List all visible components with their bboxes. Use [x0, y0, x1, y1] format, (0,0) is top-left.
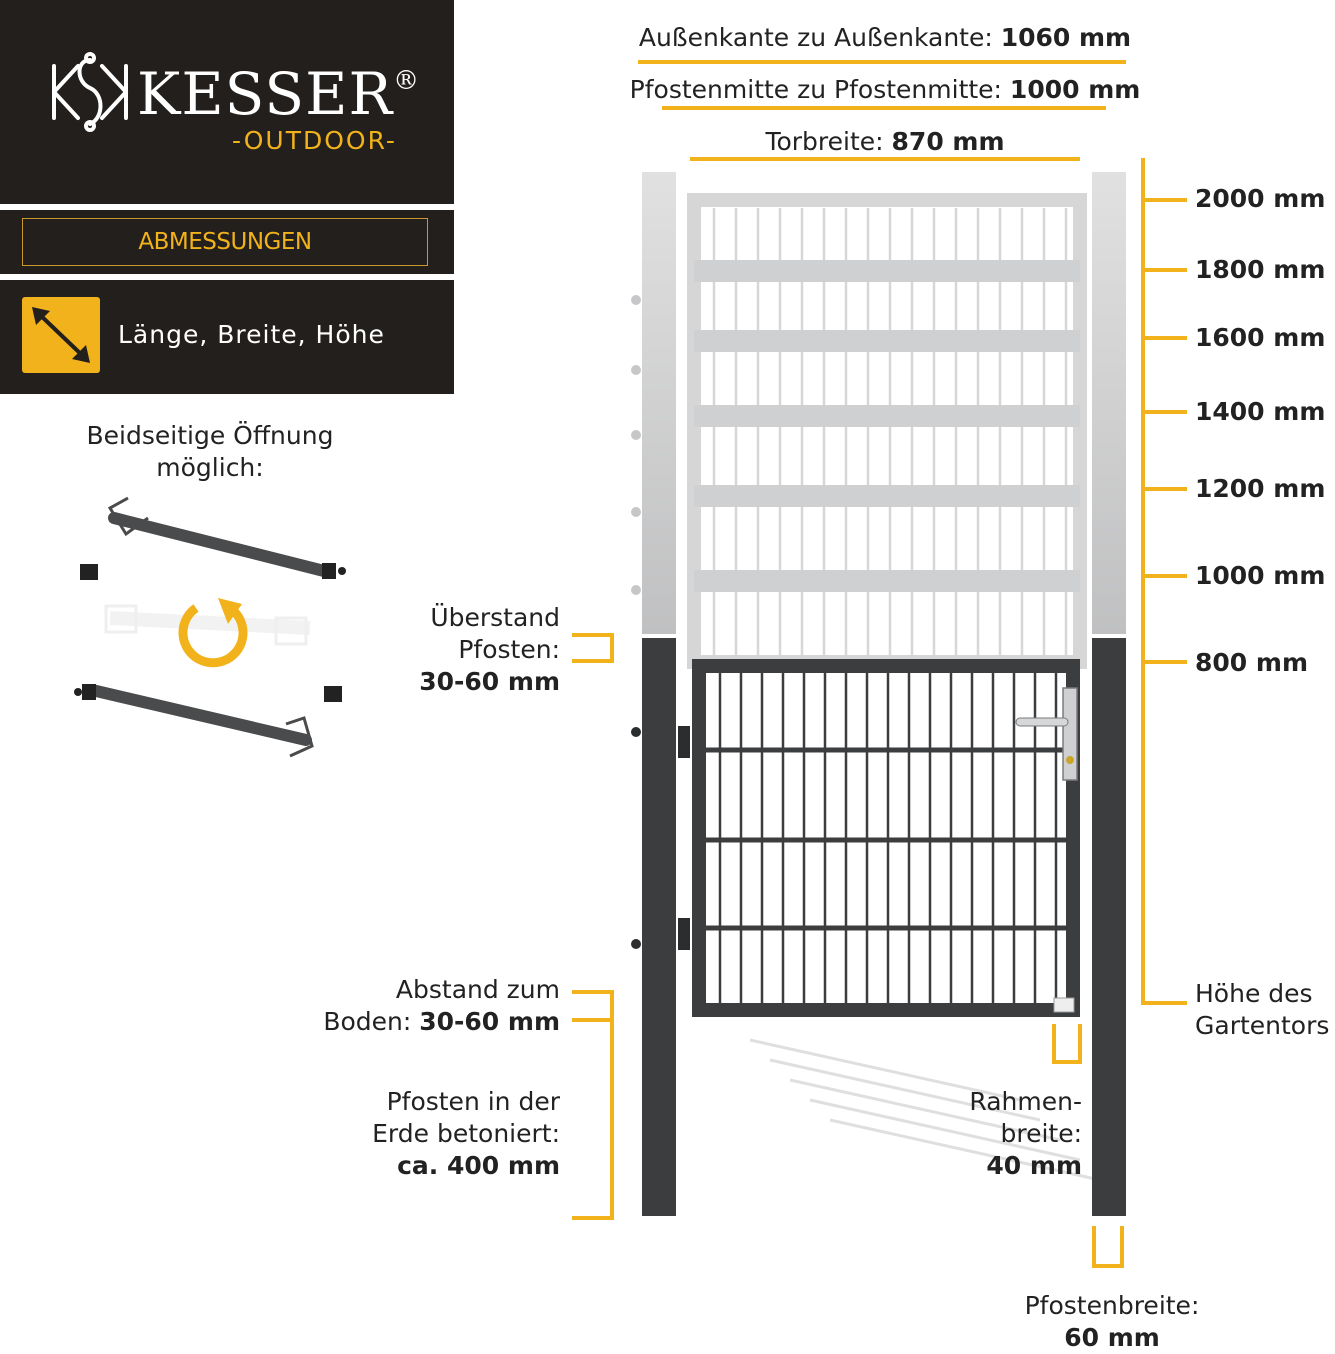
height-tick [1141, 660, 1187, 664]
frame-width-bracket [1052, 1024, 1056, 1064]
height-label: 800 mm [1195, 648, 1308, 677]
post-width-label: Pfostenbreite: 60 mm [1024, 1291, 1200, 1352]
brand-subline: -OUTDOOR- [232, 126, 397, 155]
height-tick [1141, 487, 1187, 491]
height-label: 1400 mm [1195, 397, 1326, 426]
height-label: 1000 mm [1195, 561, 1326, 590]
outer-width-bar [638, 60, 1126, 64]
height-label: 1200 mm [1195, 474, 1326, 503]
brand-logo-icon [52, 52, 128, 132]
outer-width-label: Außenkante zu Außenkante: 1060 mm [638, 23, 1132, 52]
ground-gap-bracket [572, 1018, 614, 1022]
post-width-bracket [1120, 1226, 1124, 1268]
gate-width-bar [690, 157, 1080, 161]
height-label: 1800 mm [1195, 255, 1326, 284]
height-label: 2000 mm [1195, 184, 1326, 213]
center-width-label: Pfostenmitte zu Pfostenmitte: 1000 mm [629, 75, 1141, 104]
concrete-bracket [610, 990, 614, 1220]
overhang-bracket [572, 659, 614, 663]
center-width-bar [662, 106, 1106, 110]
height-tick [1141, 410, 1187, 414]
dimensions-label: Länge, Breite, Höhe [118, 320, 385, 349]
height-caption: Höhe des Gartentors [1195, 979, 1330, 1040]
post-width-bracket [1092, 1264, 1124, 1268]
ground-gap-bracket [572, 990, 614, 994]
brand-panel [0, 0, 454, 204]
concrete-label: Pfosten in der Erde betoniert: ca. 400 m… [372, 1087, 560, 1180]
height-tick [1141, 336, 1187, 340]
overhang-bracket [572, 633, 614, 637]
diagonal-double-arrow-icon [22, 297, 100, 373]
gate-illustration [631, 172, 1126, 1216]
height-scale-bar [1141, 158, 1145, 1005]
frame-width-bracket [1078, 1024, 1082, 1064]
section-panel [0, 210, 454, 274]
gate-width-label: Torbreite: 870 mm [765, 127, 1005, 156]
opening-caption: Beidseitige Öffnung möglich: [86, 421, 334, 482]
rotate-arrow-icon [178, 598, 248, 668]
post-overhang-label: Überstand Pfosten: 30-60 mm [419, 603, 560, 696]
concrete-bracket [572, 1216, 614, 1220]
height-tick [1141, 574, 1187, 578]
frame-width-label: Rahmen- breite: 40 mm [969, 1087, 1082, 1180]
height-tick [1141, 198, 1187, 202]
post-width-bracket [1092, 1226, 1096, 1268]
height-label: 1600 mm [1195, 323, 1326, 352]
height-scale-foot [1141, 1001, 1187, 1005]
section-title: ABMESSUNGEN [22, 218, 428, 266]
ground-gap-label: Abstand zum Boden: 30-60 mm [323, 975, 560, 1036]
frame-width-bracket [1052, 1060, 1082, 1064]
brand-wordmark: KESSER® [137, 60, 421, 128]
height-tick [1141, 268, 1187, 272]
opening-diagram [74, 496, 346, 758]
overhang-bracket [610, 633, 614, 663]
